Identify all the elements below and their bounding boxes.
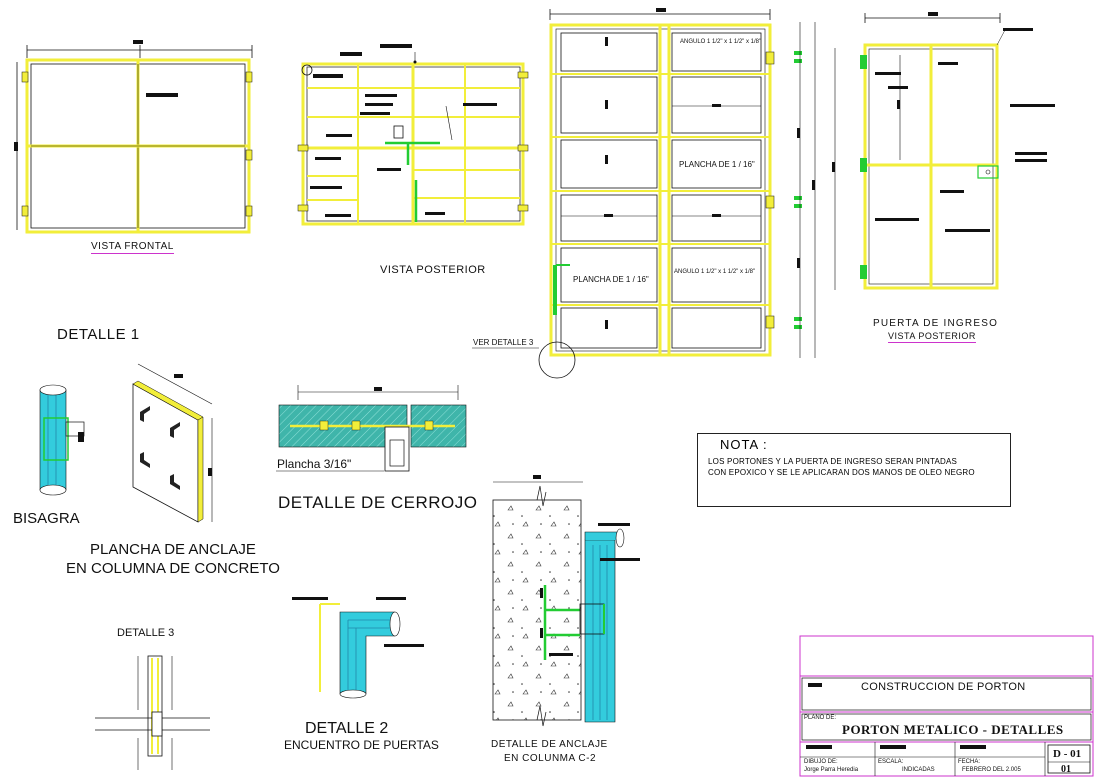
vista-posterior-label: VISTA POSTERIOR (380, 264, 486, 276)
plancha-1-16-label-b: PLANCHA DE 1 / 16" (573, 275, 649, 284)
detalle-anclaje-label-2: EN COLUNMA C-2 (504, 753, 597, 764)
fecha-label: FECHA: (958, 759, 981, 765)
plancha-anclaje-label-2: EN COLUMNA DE CONCRETO (66, 560, 280, 577)
plancha-anclaje-drawing (132, 363, 213, 523)
dibujo-label: DIBUJO DE: (804, 759, 838, 765)
nota-box: NOTA : LOS PORTONES Y LA PUERTA DE INGRE… (697, 433, 1011, 507)
plano-label: PLANO DE: (804, 715, 837, 721)
puerta-ingreso-label: PUERTA DE INGRESO (873, 318, 999, 329)
sheet-number: 01 (1061, 764, 1071, 775)
detalle-3-drawing (95, 655, 210, 770)
fecha-value: FEBRERO DEL 2.005 (962, 767, 1021, 773)
nota-title: NOTA : (720, 437, 768, 452)
detalle-2-label: DETALLE 2 (305, 720, 389, 737)
detalle-anclaje-columna-drawing (492, 475, 640, 727)
detalle-cerrojo-label: DETALLE DE CERROJO (278, 493, 478, 512)
vista-frontal-drawing (14, 40, 253, 234)
detalle-anclaje-label-1: DETALLE DE ANCLAJE (491, 739, 608, 750)
angulo-top-label: ANGULO 1 1/2" x 1 1/2" x 1/8" (680, 39, 762, 45)
plancha-1-16-label-a: PLANCHA DE 1 / 16" (679, 160, 755, 169)
plano-title: PORTON METALICO - DETALLES (842, 722, 1064, 737)
encuentro-puertas-label: ENCUENTRO DE PUERTAS (284, 738, 439, 752)
sheet-code: D - 01 (1053, 748, 1082, 760)
nota-line-2: CON EPOXICO Y SE LE APLICARAN DOS MANOS … (708, 468, 975, 477)
porton-elevation-drawing (472, 8, 816, 379)
detalle-3-label: DETALLE 3 (117, 627, 175, 639)
dibujo-value: Jorge Parra Heredia (804, 767, 859, 773)
title-block-frame (799, 635, 1094, 777)
escala-value: INDICADAS (902, 767, 935, 773)
plancha-3-16-label: Plancha 3/16" (277, 457, 352, 471)
bisagra-drawing (39, 384, 85, 496)
bisagra-label: BISAGRA (13, 510, 80, 527)
detalle-cerrojo-drawing (276, 385, 467, 472)
detalle-2-drawing (292, 597, 424, 699)
project-title: CONSTRUCCION DE PORTON (861, 681, 1026, 693)
vista-frontal-label: VISTA FRONTAL (91, 241, 174, 254)
escala-label: ESCALA: (878, 759, 904, 765)
detalle-1-label: DETALLE 1 (57, 326, 140, 343)
puerta-ingreso-drawing (832, 12, 1055, 290)
vista-posterior-drawing (297, 44, 529, 226)
nota-line-1: LOS PORTONES Y LA PUERTA DE INGRESO SERA… (708, 457, 958, 466)
puerta-vista-posterior-label: VISTA POSTERIOR (888, 331, 976, 343)
angulo-bottom-label: ANGULO 1 1/2" x 1 1/2" x 1/8" (674, 269, 756, 275)
ver-detalle-3-label: VER DETALLE 3 (473, 338, 534, 347)
plancha-anclaje-label-1: PLANCHA DE ANCLAJE (90, 541, 256, 558)
